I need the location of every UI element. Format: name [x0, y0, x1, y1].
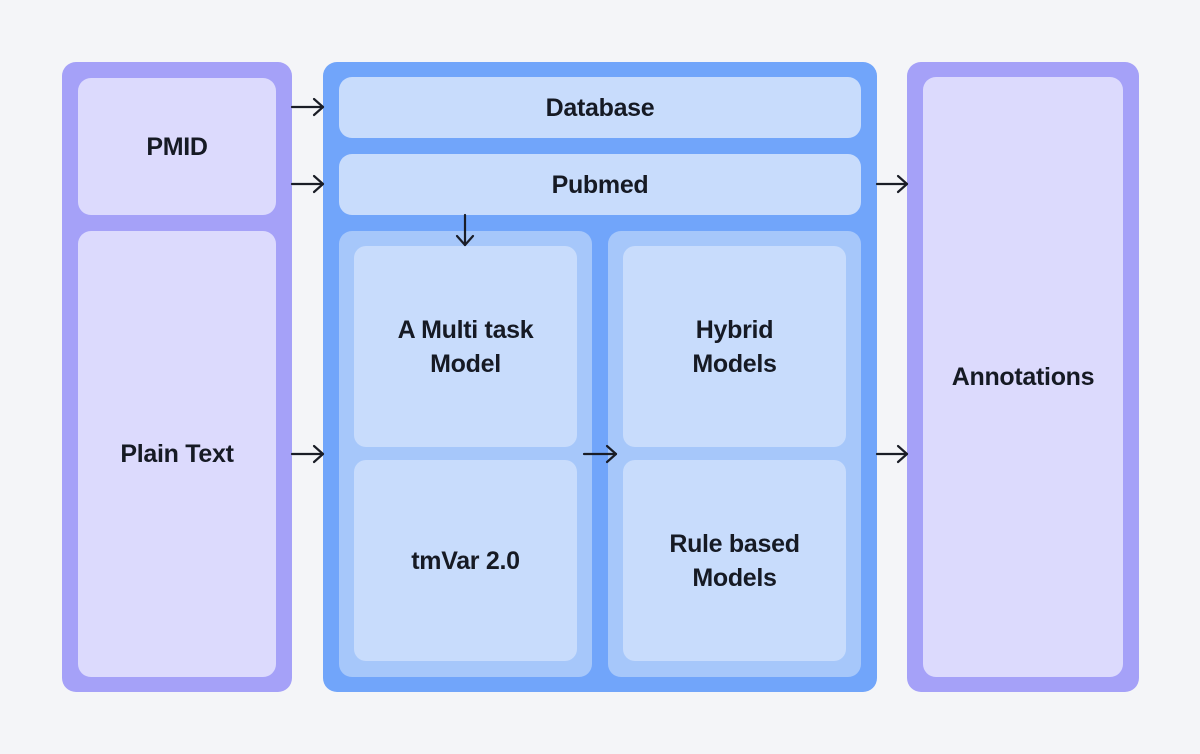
arrow-to-database-icon: [290, 97, 325, 117]
arrow-models-to-annotations-icon: [875, 444, 909, 464]
tmvar-box: tmVar 2.0: [354, 460, 577, 661]
pubmed-label: Pubmed: [551, 170, 649, 199]
arrow-pubmed-to-annotations-icon: [875, 174, 909, 194]
arrow-between-groups-icon: [582, 444, 618, 464]
pmid-label: PMID: [146, 132, 208, 161]
annotations-box: Annotations: [923, 77, 1123, 677]
tmvar-label: tmVar 2.0: [411, 546, 520, 575]
plain-text-box: Plain Text: [78, 231, 276, 677]
annotations-label: Annotations: [951, 363, 1095, 391]
multi-task-model-box: A Multi task Model: [354, 246, 577, 447]
arrow-pubmed-down-icon: [455, 213, 475, 247]
arrow-plain-text-to-center-icon: [290, 444, 325, 464]
rule-based-models-label: Rule based Models: [669, 529, 800, 592]
arrow-to-pubmed-icon: [290, 174, 325, 194]
pmid-box: PMID: [78, 78, 276, 215]
database-label: Database: [545, 93, 655, 122]
rule-based-models-box: Rule based Models: [623, 460, 846, 661]
multi-task-model-label: A Multi task Model: [397, 315, 534, 378]
plain-text-label: Plain Text: [120, 440, 234, 468]
hybrid-models-label: Hybrid Models: [692, 315, 777, 378]
database-box: Database: [339, 77, 861, 138]
pubmed-box: Pubmed: [339, 154, 861, 215]
hybrid-models-box: Hybrid Models: [623, 246, 846, 447]
